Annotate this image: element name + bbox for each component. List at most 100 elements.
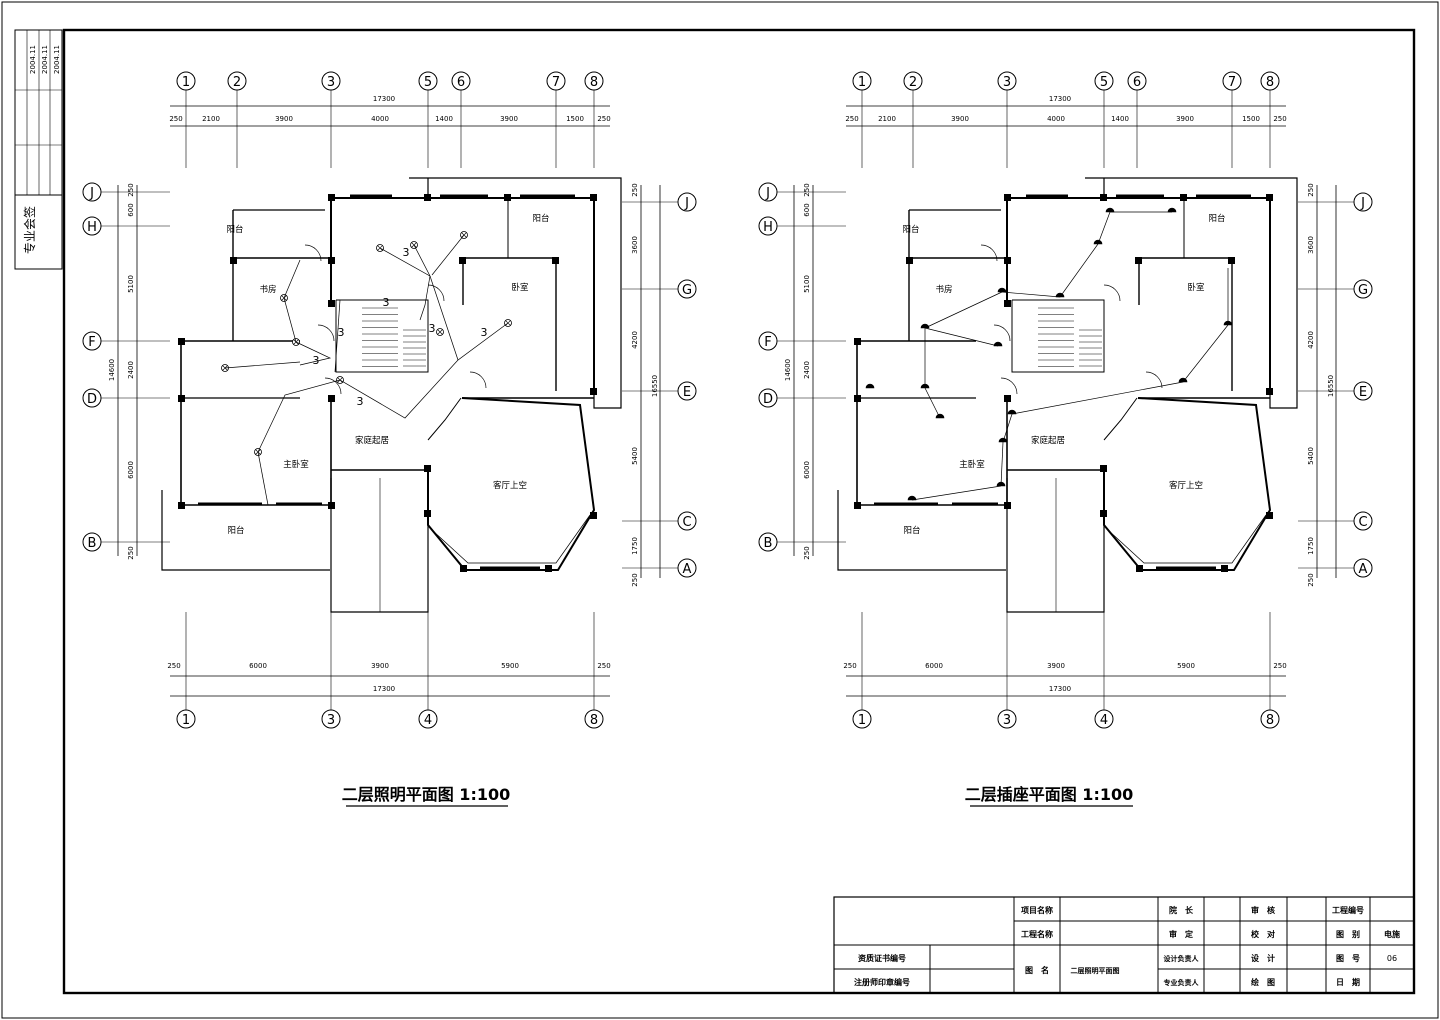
axis-label-top-7: 7 — [1228, 75, 1236, 90]
room-label-balcony-sw: 阳台 — [903, 525, 920, 536]
left-dim-segment: 2400 — [803, 361, 811, 379]
axis-label-bottom-8: 8 — [1266, 713, 1274, 728]
lighting-circuit-run — [283, 259, 301, 299]
structural-column — [178, 395, 185, 402]
door-swing — [1000, 377, 1018, 395]
axis-label-bottom-8: 8 — [590, 713, 598, 728]
top-dim-segment: 4000 — [1047, 115, 1065, 123]
socket-outlet-icon — [998, 437, 1008, 443]
left-dim-segment: 6000 — [803, 461, 811, 479]
living-void-outline — [1103, 397, 1272, 571]
room-label-family-room: 家庭起居 — [1031, 435, 1065, 446]
axis-label-left-B: B — [88, 536, 97, 551]
room-label-balcony-sw: 阳台 — [227, 525, 244, 536]
left-dim-segment: 600 — [127, 203, 135, 216]
roof-outline-ne — [1085, 177, 1298, 409]
structural-column — [459, 257, 466, 264]
socket-circuit-run — [911, 485, 1002, 501]
structural-column — [1266, 388, 1273, 395]
tb-drawing-cat-label: 图 别 — [1336, 930, 1360, 939]
room-label-study: 书房 — [259, 284, 276, 295]
structural-column — [424, 465, 431, 472]
room-label-balcony-ne: 阳台 — [1208, 213, 1225, 224]
structural-column — [424, 194, 431, 201]
circuit-number-label: 3 — [383, 296, 390, 309]
axis-label-top-6: 6 — [1133, 75, 1141, 90]
socket-outlet-icon — [997, 287, 1007, 293]
lighting-circuit-run — [429, 275, 509, 361]
axis-label-top-5: 5 — [1100, 75, 1108, 90]
right-dim-segment: 250 — [1307, 183, 1315, 196]
bottom-dim-segment: 3900 — [1047, 662, 1065, 670]
socket-circuit-run — [1011, 324, 1229, 415]
top-dim-segment: 250 — [1273, 115, 1286, 123]
left-signoff-stamp: 2004.11 2004.11 2004.11 专业会签 — [14, 29, 63, 270]
right-dim-segment: 1750 — [1307, 537, 1315, 555]
structural-column — [1004, 300, 1011, 307]
axis-label-right-E: E — [1359, 385, 1367, 400]
tb-check: 校 对 — [1251, 929, 1275, 939]
top-dim-segment: 3900 — [275, 115, 293, 123]
right-dim-segment: 1750 — [631, 537, 639, 555]
right-dim-segment: 3600 — [1307, 236, 1315, 254]
axis-label-bottom-1: 1 — [182, 713, 190, 728]
axis-label-bottom-1: 1 — [858, 713, 866, 728]
socket-circuit-run — [924, 291, 1003, 329]
tb-design-lead: 设计负责人 — [1164, 954, 1200, 963]
structural-column — [854, 502, 861, 509]
top-dim-segment: 1400 — [435, 115, 453, 123]
axis-label-right-J: J — [684, 196, 689, 211]
balcony-sw-outline — [161, 490, 330, 571]
lighting-circuit-run — [295, 341, 332, 366]
entry-porch — [330, 478, 429, 613]
structural-column — [1100, 465, 1107, 472]
tb-date-label: 日 期 — [1336, 977, 1360, 987]
bottom-dim-overall: 17300 — [1049, 685, 1071, 693]
left-dim-segment: 250 — [803, 183, 811, 196]
bottom-dim-segment: 250 — [843, 662, 856, 670]
tb-approve: 审 定 — [1169, 929, 1193, 939]
bottom-dim-segment: 250 — [597, 662, 610, 670]
bottom-dim-segment: 250 — [167, 662, 180, 670]
right-dim-overall: 16550 — [1327, 375, 1335, 397]
axis-label-top-2: 2 — [909, 75, 917, 90]
axis-label-left-H: H — [87, 220, 97, 235]
balcony-sw-outline — [837, 490, 1006, 571]
axis-label-bottom-4: 4 — [424, 713, 432, 728]
structural-column — [424, 510, 431, 517]
axis-label-top-8: 8 — [590, 75, 598, 90]
top-dim-segment: 1500 — [566, 115, 584, 123]
top-dim-segment: 1500 — [1242, 115, 1260, 123]
structural-column — [1100, 510, 1107, 517]
left-dim-overall: 14600 — [108, 359, 116, 381]
living-void-glazing — [1107, 514, 1267, 564]
entry-porch — [1006, 478, 1105, 613]
tb-drawing-name-label: 图 名 — [1025, 965, 1049, 975]
room-label-bedroom: 卧室 — [1187, 282, 1205, 293]
wall-study — [232, 210, 331, 259]
left-dim-segment: 5100 — [127, 275, 135, 293]
structural-column — [552, 257, 559, 264]
socket-circuit-run — [1097, 211, 1111, 245]
left-dim-segment: 250 — [127, 183, 135, 196]
axis-label-left-D: D — [87, 392, 97, 407]
socket-circuit-run — [924, 327, 999, 347]
room-label-balcony-nw: 阳台 — [226, 224, 243, 235]
socket-outlet-icon — [935, 413, 945, 419]
axis-label-right-G: G — [1358, 283, 1368, 298]
room-label-master-bedroom: 主卧室 — [959, 459, 985, 470]
door-swing — [427, 284, 445, 302]
door-swing — [317, 324, 335, 342]
right-dim-segment: 250 — [1307, 573, 1315, 586]
door-swing — [469, 371, 487, 389]
right-dim-segment: 250 — [631, 573, 639, 586]
room-label-balcony-nw: 阳台 — [902, 224, 919, 235]
stamp-date-3: 2004.11 — [53, 45, 61, 74]
bottom-dim-segment: 6000 — [925, 662, 943, 670]
structural-column — [1135, 257, 1142, 264]
tb-drawing-cat-value: 电施 — [1384, 929, 1400, 939]
structural-column — [1266, 194, 1273, 201]
lighting-circuit-run — [339, 359, 459, 419]
